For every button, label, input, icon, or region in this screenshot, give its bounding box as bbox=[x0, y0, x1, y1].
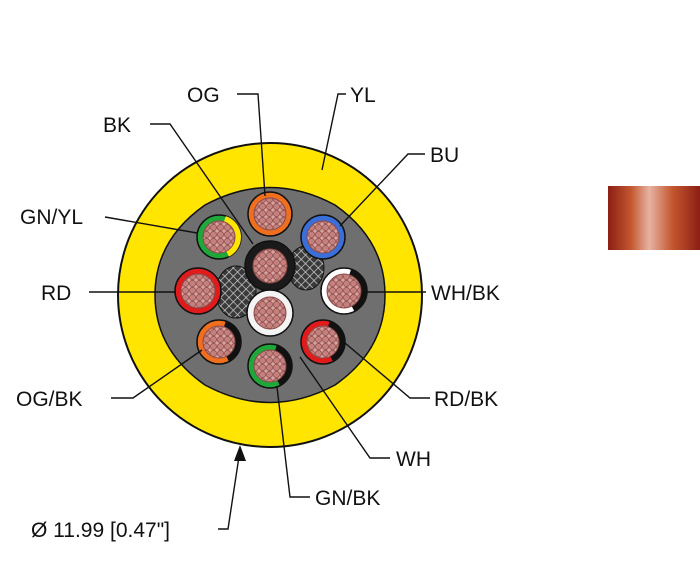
leader-rd-bk bbox=[344, 342, 430, 399]
diameter-label: Ø 11.99 [0.47"] bbox=[31, 519, 170, 542]
leader-bk bbox=[150, 123, 254, 245]
cable-color-swatch-icon bbox=[608, 186, 700, 250]
label-gn-bk: GN/BK bbox=[315, 487, 380, 510]
leader-gn-bk bbox=[276, 386, 310, 498]
blue-conductor-icon bbox=[300, 214, 346, 260]
leader-lines bbox=[89, 93, 430, 530]
label-rd: RD bbox=[41, 282, 71, 305]
green-yellow-conductor-icon bbox=[196, 214, 242, 260]
leader-wh bbox=[299, 356, 390, 459]
label-og: OG bbox=[187, 84, 220, 107]
leader-gn-yl bbox=[104, 216, 198, 234]
label-og-bk: OG/BK bbox=[16, 388, 83, 411]
label-bu: BU bbox=[430, 144, 459, 167]
green-black-conductor-icon bbox=[247, 343, 293, 389]
label-rd-bk: RD/BK bbox=[434, 388, 498, 411]
label-yl: YL bbox=[350, 84, 376, 107]
diameter-arrow-icon bbox=[234, 445, 246, 461]
orange-black-conductor-icon bbox=[196, 319, 242, 365]
red-conductor-icon bbox=[174, 267, 222, 315]
red-black-conductor-icon bbox=[300, 319, 346, 365]
label-wh-bk: WH/BK bbox=[431, 282, 500, 305]
leader-og bbox=[237, 93, 266, 197]
label-bk: BK bbox=[103, 114, 131, 137]
leader-og-bk bbox=[111, 349, 203, 399]
white-black-conductor-icon bbox=[320, 267, 368, 315]
center-conductor-white bbox=[246, 289, 294, 337]
conductor-ring bbox=[174, 191, 368, 389]
leader-yl bbox=[321, 93, 346, 171]
center-conductor-black bbox=[244, 240, 296, 292]
leader-bu bbox=[339, 153, 425, 227]
label-wh: WH bbox=[396, 448, 431, 471]
leader-diameter bbox=[218, 449, 241, 530]
label-gn-yl: GN/YL bbox=[20, 206, 83, 229]
orange-conductor-icon bbox=[247, 191, 293, 237]
